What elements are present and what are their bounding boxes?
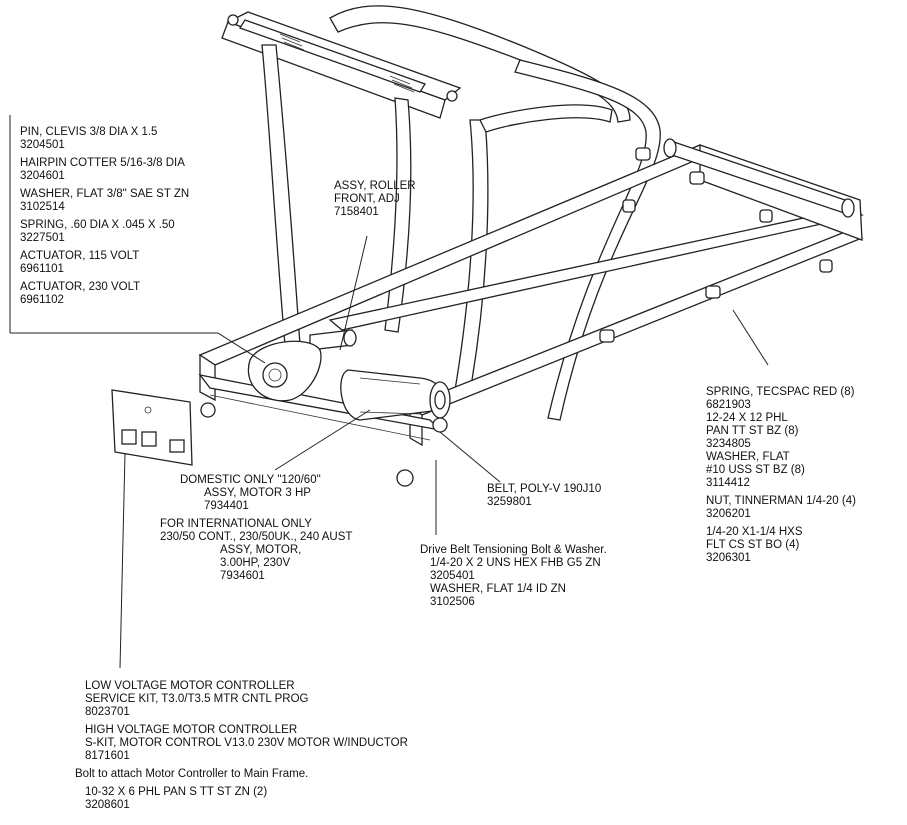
motor-controller-board — [111, 389, 193, 466]
frame-wheels — [200, 402, 448, 487]
motor-assembly — [340, 369, 451, 421]
handrails — [329, 5, 661, 421]
console-assembly — [221, 11, 462, 119]
main-frame-rails — [198, 144, 864, 447]
front-roller-label: ASSY, ROLLER FRONT, ADJ 7158401 — [334, 180, 416, 218]
belt-tension-parts-label: Drive Belt Tensioning Bolt & Washer. 1/4… — [420, 544, 607, 608]
belt-label: BELT, POLY-V 190J10 3259801 — [487, 483, 602, 508]
rear-roller — [663, 138, 855, 218]
isolator-spring-parts-label: SPRING, TECSPAC RED (8)6821903 12-24 X 1… — [706, 386, 856, 564]
isolator-springs — [599, 147, 833, 343]
leader-lines — [9, 115, 769, 669]
motor-controller-parts-label: LOW VOLTAGE MOTOR CONTROLLER SERVICE KIT… — [75, 680, 408, 811]
motor-parts-label: DOMESTIC ONLY "120/60" ASSY, MOTOR 3 HP … — [160, 474, 353, 582]
actuator — [247, 340, 322, 402]
